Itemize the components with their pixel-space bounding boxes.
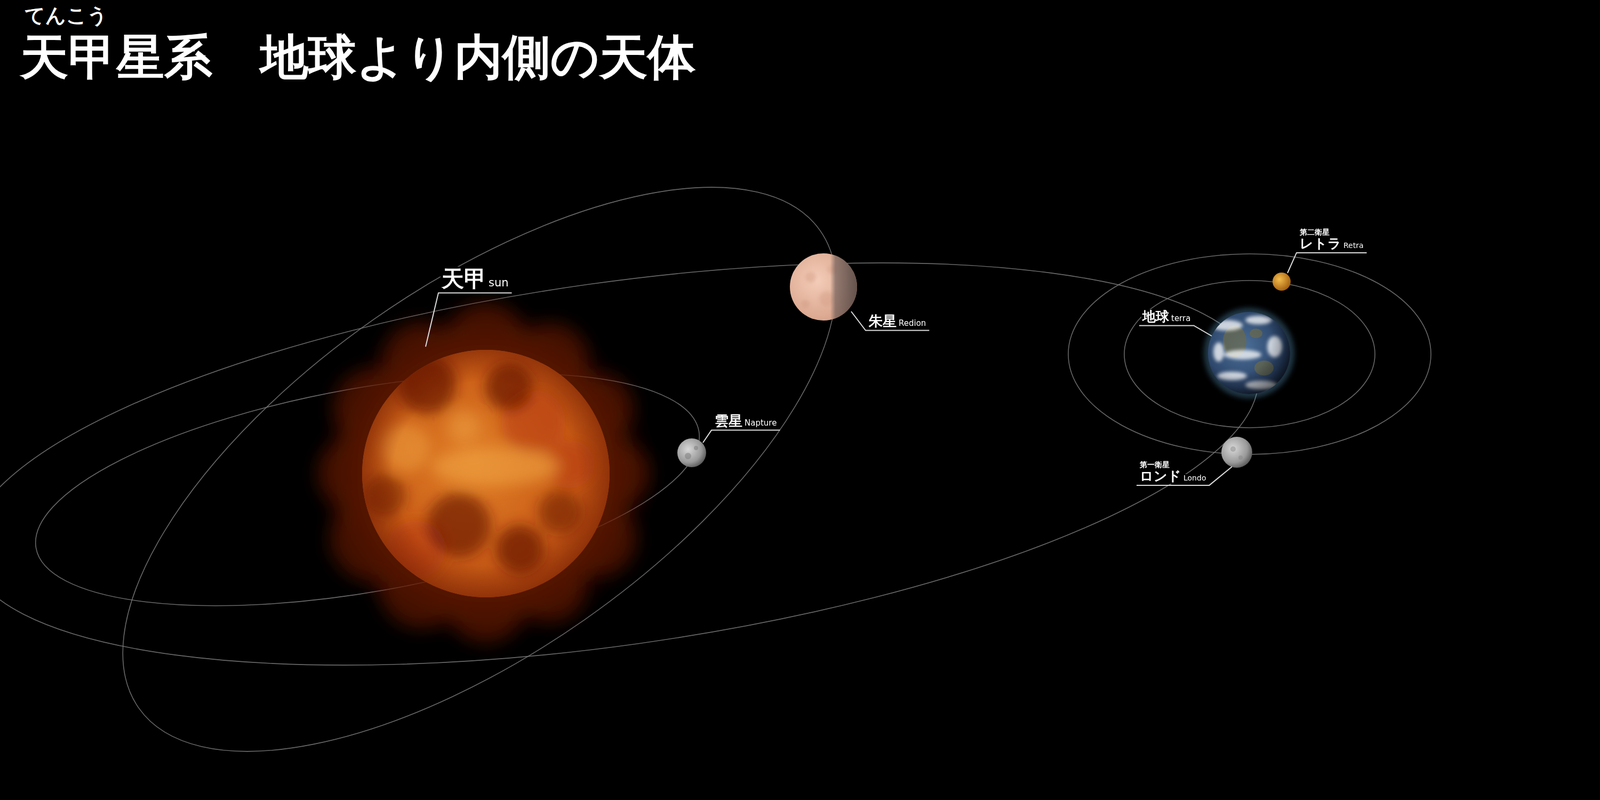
- redion-callout: 朱星Redion: [867, 313, 927, 330]
- londo-moon: [1221, 436, 1253, 468]
- earth-planet: [1208, 312, 1291, 395]
- label-row: 第一衛星: [1138, 460, 1207, 469]
- napture-callout: 雲星Napture: [713, 413, 778, 429]
- orbit-lines: [0, 80, 1431, 800]
- sun-glow: [317, 302, 650, 643]
- sun-callout: 天甲sun: [440, 266, 510, 292]
- napture-planet: [684, 452, 692, 460]
- earth-planet: [1208, 312, 1291, 395]
- retra-moon: [1272, 272, 1291, 291]
- moon-orbit: [1124, 280, 1375, 428]
- redion-planet: [789, 253, 858, 321]
- londo-callout: 第一衛星ロンドLondo: [1138, 460, 1207, 484]
- redion-planet: [789, 253, 858, 321]
- earth-planet: [1208, 312, 1291, 395]
- english-name: terra: [1170, 314, 1192, 324]
- label-row: 天甲sun: [440, 266, 510, 292]
- moon-orbit: [1068, 253, 1431, 455]
- satellite-rank: 第一衛星: [1138, 460, 1171, 469]
- ruby-reading: てんこう: [24, 5, 108, 26]
- leader-line: [702, 430, 780, 443]
- body-name: 朱星: [867, 313, 898, 330]
- earth-orbit: [0, 194, 1283, 735]
- londo-moon: [1230, 446, 1236, 452]
- londo-moon: [1221, 436, 1253, 468]
- earth-callout: 地球terra: [1141, 309, 1192, 325]
- satellite-rank: 第二衛星: [1298, 228, 1331, 237]
- leader-line: [425, 292, 512, 347]
- earth-planet: [1203, 307, 1295, 399]
- leader-line: [1139, 325, 1212, 337]
- leader-line: [1136, 466, 1232, 486]
- napture-planet: [693, 445, 699, 451]
- sun-body: [362, 349, 610, 598]
- napture-planet: [677, 438, 707, 468]
- redion-orbit: [33, 80, 926, 800]
- body-name: 地球: [1141, 309, 1171, 325]
- sun-glow: [317, 302, 650, 643]
- english-name: Redion: [897, 318, 927, 328]
- label-row: 第二衛星: [1298, 228, 1365, 237]
- body-name: 雲星: [713, 413, 744, 429]
- leader-line: [851, 311, 930, 331]
- retra-callout: 第二衛星レトラRetra: [1298, 228, 1365, 252]
- english-name: Londo: [1182, 474, 1207, 483]
- label-row: 朱星Redion: [867, 313, 927, 330]
- redion-planet: [789, 253, 858, 321]
- label-row: 雲星Napture: [713, 413, 778, 429]
- label-row: レトラRetra: [1298, 236, 1365, 252]
- sun-body: [362, 349, 610, 598]
- body-name: 天甲: [440, 266, 488, 292]
- retra-moon: [1272, 272, 1291, 291]
- diagram-title: 天甲星系 地球より内側の天体: [20, 33, 696, 82]
- english-name: Napture: [743, 418, 778, 428]
- napture-planet: [677, 438, 707, 468]
- body-name: レトラ: [1298, 236, 1343, 252]
- english-name: Retra: [1342, 241, 1365, 250]
- londo-moon: [1238, 455, 1243, 460]
- label-row: ロンドLondo: [1138, 468, 1207, 484]
- english-name: sun: [487, 276, 510, 290]
- leader-lines: [425, 252, 1367, 486]
- sun-body: [362, 349, 610, 598]
- leader-line: [1287, 252, 1367, 274]
- label-row: 地球terra: [1141, 309, 1192, 325]
- body-name: ロンド: [1138, 468, 1183, 484]
- napture-orbit: [18, 330, 717, 648]
- sun-body: [362, 349, 610, 598]
- earth-planet: [1203, 307, 1295, 399]
